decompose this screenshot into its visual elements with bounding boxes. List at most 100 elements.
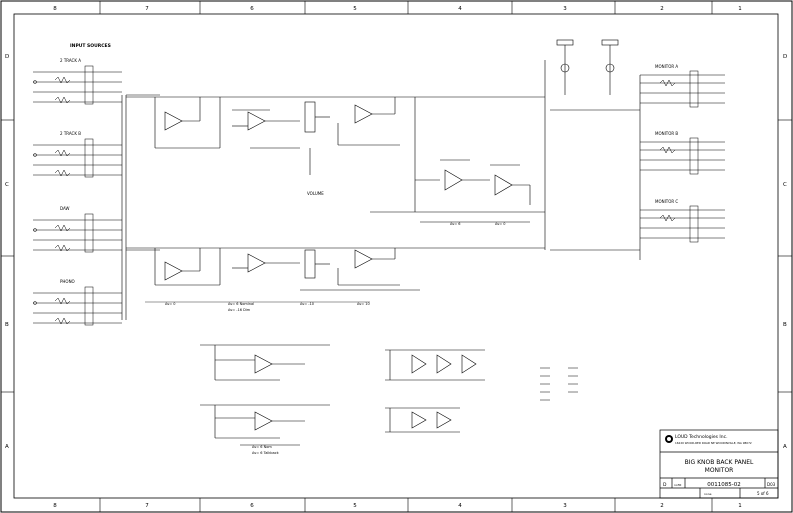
title-block xyxy=(659,429,779,499)
row-label-left: A xyxy=(5,444,9,450)
note-av-16-dim: Av= -16 Dim xyxy=(228,308,251,312)
input-sources-title: INPUT SOURCES xyxy=(70,43,111,49)
note-av6-top: Av= 6 xyxy=(450,222,461,226)
input-jack xyxy=(33,80,37,84)
monitor-resistor xyxy=(659,79,676,87)
input-switch xyxy=(84,286,94,326)
column-label-top: 2 xyxy=(660,6,664,12)
input-resistor xyxy=(54,224,71,232)
size-value: D xyxy=(663,482,667,488)
input-jack xyxy=(33,301,37,305)
input-channel-label: PHONO xyxy=(60,279,75,284)
column-labels-top: 8 7 6 5 4 3 2 1 xyxy=(53,6,742,12)
monitor-resistor xyxy=(659,146,676,154)
column-label-bottom: 4 xyxy=(458,503,462,509)
monitor-label: MONITOR C xyxy=(655,199,678,204)
doc-number: 0011085-02 xyxy=(707,482,740,488)
monitor-label: MONITOR B xyxy=(655,131,678,136)
note-av6-nominal: Av= 6 Nominal xyxy=(228,302,254,306)
input-channels: 2 TRACK A 2 TRACK B DAW PHONO xyxy=(33,58,122,326)
monitor-label: MONITOR A xyxy=(655,64,678,69)
aux-block xyxy=(200,344,330,446)
monitor-switch xyxy=(689,205,699,243)
output-switch-bank xyxy=(544,39,641,260)
monitor-resistor xyxy=(659,214,676,222)
monitor-output: MONITOR C xyxy=(640,199,725,243)
input-jack xyxy=(33,153,37,157)
column-label-bottom: 1 xyxy=(738,503,742,509)
volume-label: VOLUME xyxy=(307,191,324,196)
company-logo xyxy=(665,435,673,443)
column-label-bottom: 3 xyxy=(563,503,567,509)
row-label-right: B xyxy=(783,322,787,328)
monitor-output: MONITOR A xyxy=(640,64,725,108)
input-switch xyxy=(84,138,94,178)
revision: D03 xyxy=(767,482,776,487)
column-label-top: 4 xyxy=(458,6,462,12)
input-channel: PHONO xyxy=(33,279,122,326)
input-switch xyxy=(84,65,94,105)
column-label-top: 8 xyxy=(53,6,57,12)
monitor-output: MONITOR B xyxy=(640,131,725,175)
note-av10: Av= 10 xyxy=(357,302,370,306)
row-label-left: D xyxy=(5,54,9,60)
scale-value: none xyxy=(704,492,712,496)
note-av-10: Av= -10 xyxy=(300,302,314,306)
column-labels-bottom: 8 7 6 5 4 3 2 1 xyxy=(53,503,742,509)
column-label-bottom: 8 xyxy=(53,503,57,509)
bottom-signal-path xyxy=(126,247,545,291)
input-bus xyxy=(121,94,160,320)
input-resistor xyxy=(54,244,71,252)
note-av6-nom: Av= 6 Nom xyxy=(252,445,272,449)
company-address: 16220 WOOD-RED ROAD NE WOODINVILLE, WA 9… xyxy=(675,441,752,445)
column-label-top: 5 xyxy=(353,6,357,12)
input-channel-label: 2 TRACK A xyxy=(60,58,81,63)
note-av6-talkback: Av= 6 Talkback xyxy=(252,451,280,455)
inner-frame xyxy=(13,13,779,499)
column-label-bottom: 6 xyxy=(250,503,254,509)
input-channel: 2 TRACK A xyxy=(33,58,122,105)
column-label-top: 3 xyxy=(563,6,567,12)
input-switch xyxy=(84,213,94,253)
row-labels-left: D C B A xyxy=(5,54,9,450)
note-av0-top: Av= 0 xyxy=(495,222,506,226)
fscm-value: nofill xyxy=(674,483,681,487)
input-resistor xyxy=(54,149,71,157)
row-label-right: A xyxy=(783,444,787,450)
top-signal-path xyxy=(126,96,545,175)
note-av0-bottom: Av= 0 xyxy=(165,302,176,306)
monitor-switch xyxy=(689,70,699,108)
row-label-left: B xyxy=(5,322,9,328)
row-label-right: D xyxy=(783,54,787,60)
column-label-bottom: 2 xyxy=(660,503,664,509)
column-label-bottom: 7 xyxy=(145,503,149,509)
sheet-number: 5 of 6 xyxy=(757,491,769,496)
column-label-top: 7 xyxy=(145,6,149,12)
row-label-right: C xyxy=(783,182,787,188)
input-resistor xyxy=(54,317,71,325)
input-resistor xyxy=(54,297,71,305)
power-supply-block xyxy=(385,349,485,433)
row-labels-right: D C B A xyxy=(783,54,787,450)
company-name: LOUD Technologies Inc. xyxy=(675,434,728,440)
drawing-title-line1: BIG KNOB BACK PANEL xyxy=(685,459,754,466)
mix-stage xyxy=(370,97,545,223)
input-channel-label: 2 TRACK B xyxy=(60,131,81,136)
input-channel-label: DAW xyxy=(60,206,70,211)
row-label-left: C xyxy=(5,182,9,188)
drawing-title-line2: MONITOR xyxy=(705,467,734,474)
input-resistor xyxy=(54,76,71,84)
net-label-cluster xyxy=(540,367,578,401)
input-jack xyxy=(33,228,37,232)
monitor-outputs: MONITOR A MONITOR B MONITOR C xyxy=(640,64,725,243)
input-channel: 2 TRACK B xyxy=(33,131,122,178)
column-label-bottom: 5 xyxy=(353,503,357,509)
monitor-switch xyxy=(689,137,699,175)
input-resistor xyxy=(54,169,71,177)
column-label-top: 1 xyxy=(738,6,742,12)
input-channel: DAW xyxy=(33,206,122,253)
column-label-top: 6 xyxy=(250,6,254,12)
